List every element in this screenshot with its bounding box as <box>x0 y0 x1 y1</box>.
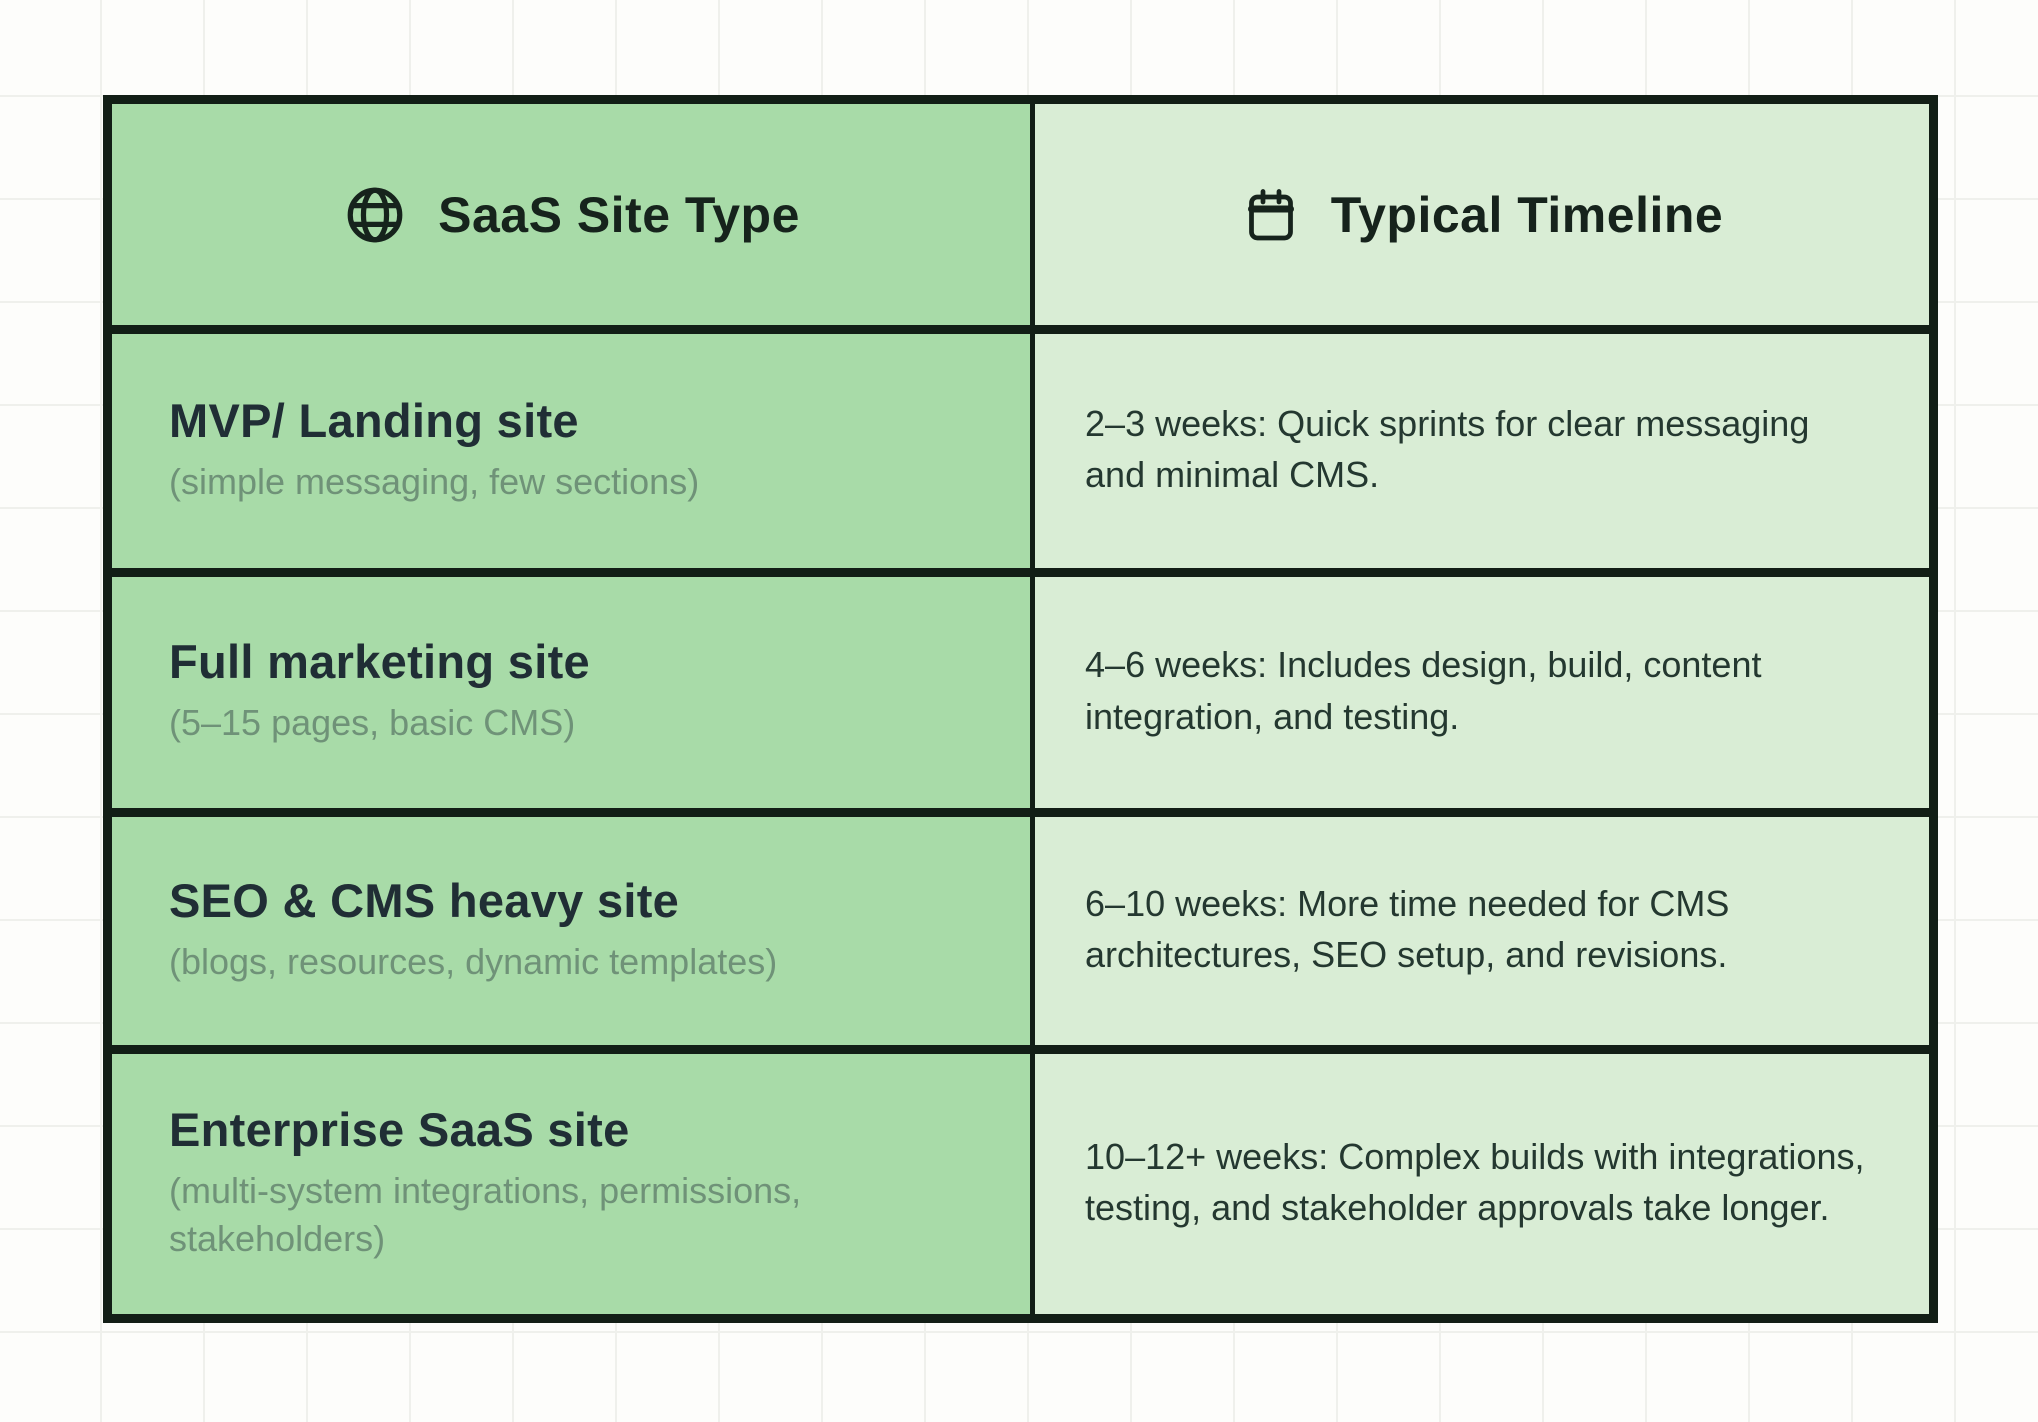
table-row-seo-type: SEO & CMS heavy site (blogs, resources, … <box>112 808 1036 1045</box>
saas-timeline-table: SaaS Site Type Typical Timeline MVP/ Lan… <box>103 95 1938 1323</box>
site-type-title: SEO & CMS heavy site <box>169 873 680 927</box>
site-type-note: (multi-system integrations, permissions,… <box>169 1169 802 1259</box>
header-cell-site-type: SaaS Site Type <box>112 104 1036 325</box>
timeline-text: 4–6 weeks: Includes design, build, conte… <box>1085 644 1762 737</box>
timeline-text: 2–3 weeks: Quick sprints for clear messa… <box>1085 402 1810 495</box>
site-type-title: MVP/ Landing site <box>169 393 579 447</box>
site-type-title: Enterprise SaaS site <box>169 1102 630 1156</box>
table-row-marketing-timeline: 4–6 weeks: Includes design, build, conte… <box>1035 568 1929 808</box>
column-header-site-type: SaaS Site Type <box>438 186 800 243</box>
table-row-marketing-type: Full marketing site (5–15 pages, basic C… <box>112 568 1036 808</box>
timeline-text: 10–12+ weeks: Complex builds with integr… <box>1085 1135 1865 1228</box>
table-row-enterprise-timeline: 10–12+ weeks: Complex builds with integr… <box>1035 1045 1929 1314</box>
site-type-note: (5–15 pages, basic CMS) <box>169 702 576 744</box>
site-type-title: Full marketing site <box>169 635 590 689</box>
column-header-timeline: Typical Timeline <box>1330 186 1724 243</box>
table-row-enterprise-type: Enterprise SaaS site (multi-system integ… <box>112 1045 1036 1314</box>
table-row-mvp-timeline: 2–3 weeks: Quick sprints for clear messa… <box>1035 325 1929 568</box>
table-row-mvp-type: MVP/ Landing site (simple messaging, few… <box>112 325 1036 568</box>
timeline-text: 6–10 weeks: More time needed for CMS arc… <box>1085 882 1730 975</box>
globe-icon <box>342 182 408 248</box>
site-type-note: (blogs, resources, dynamic templates) <box>169 940 778 982</box>
site-type-note: (simple messaging, few sections) <box>169 460 700 502</box>
header-cell-timeline: Typical Timeline <box>1035 104 1929 325</box>
calendar-icon <box>1241 185 1301 245</box>
table-row-seo-timeline: 6–10 weeks: More time needed for CMS arc… <box>1035 808 1929 1045</box>
